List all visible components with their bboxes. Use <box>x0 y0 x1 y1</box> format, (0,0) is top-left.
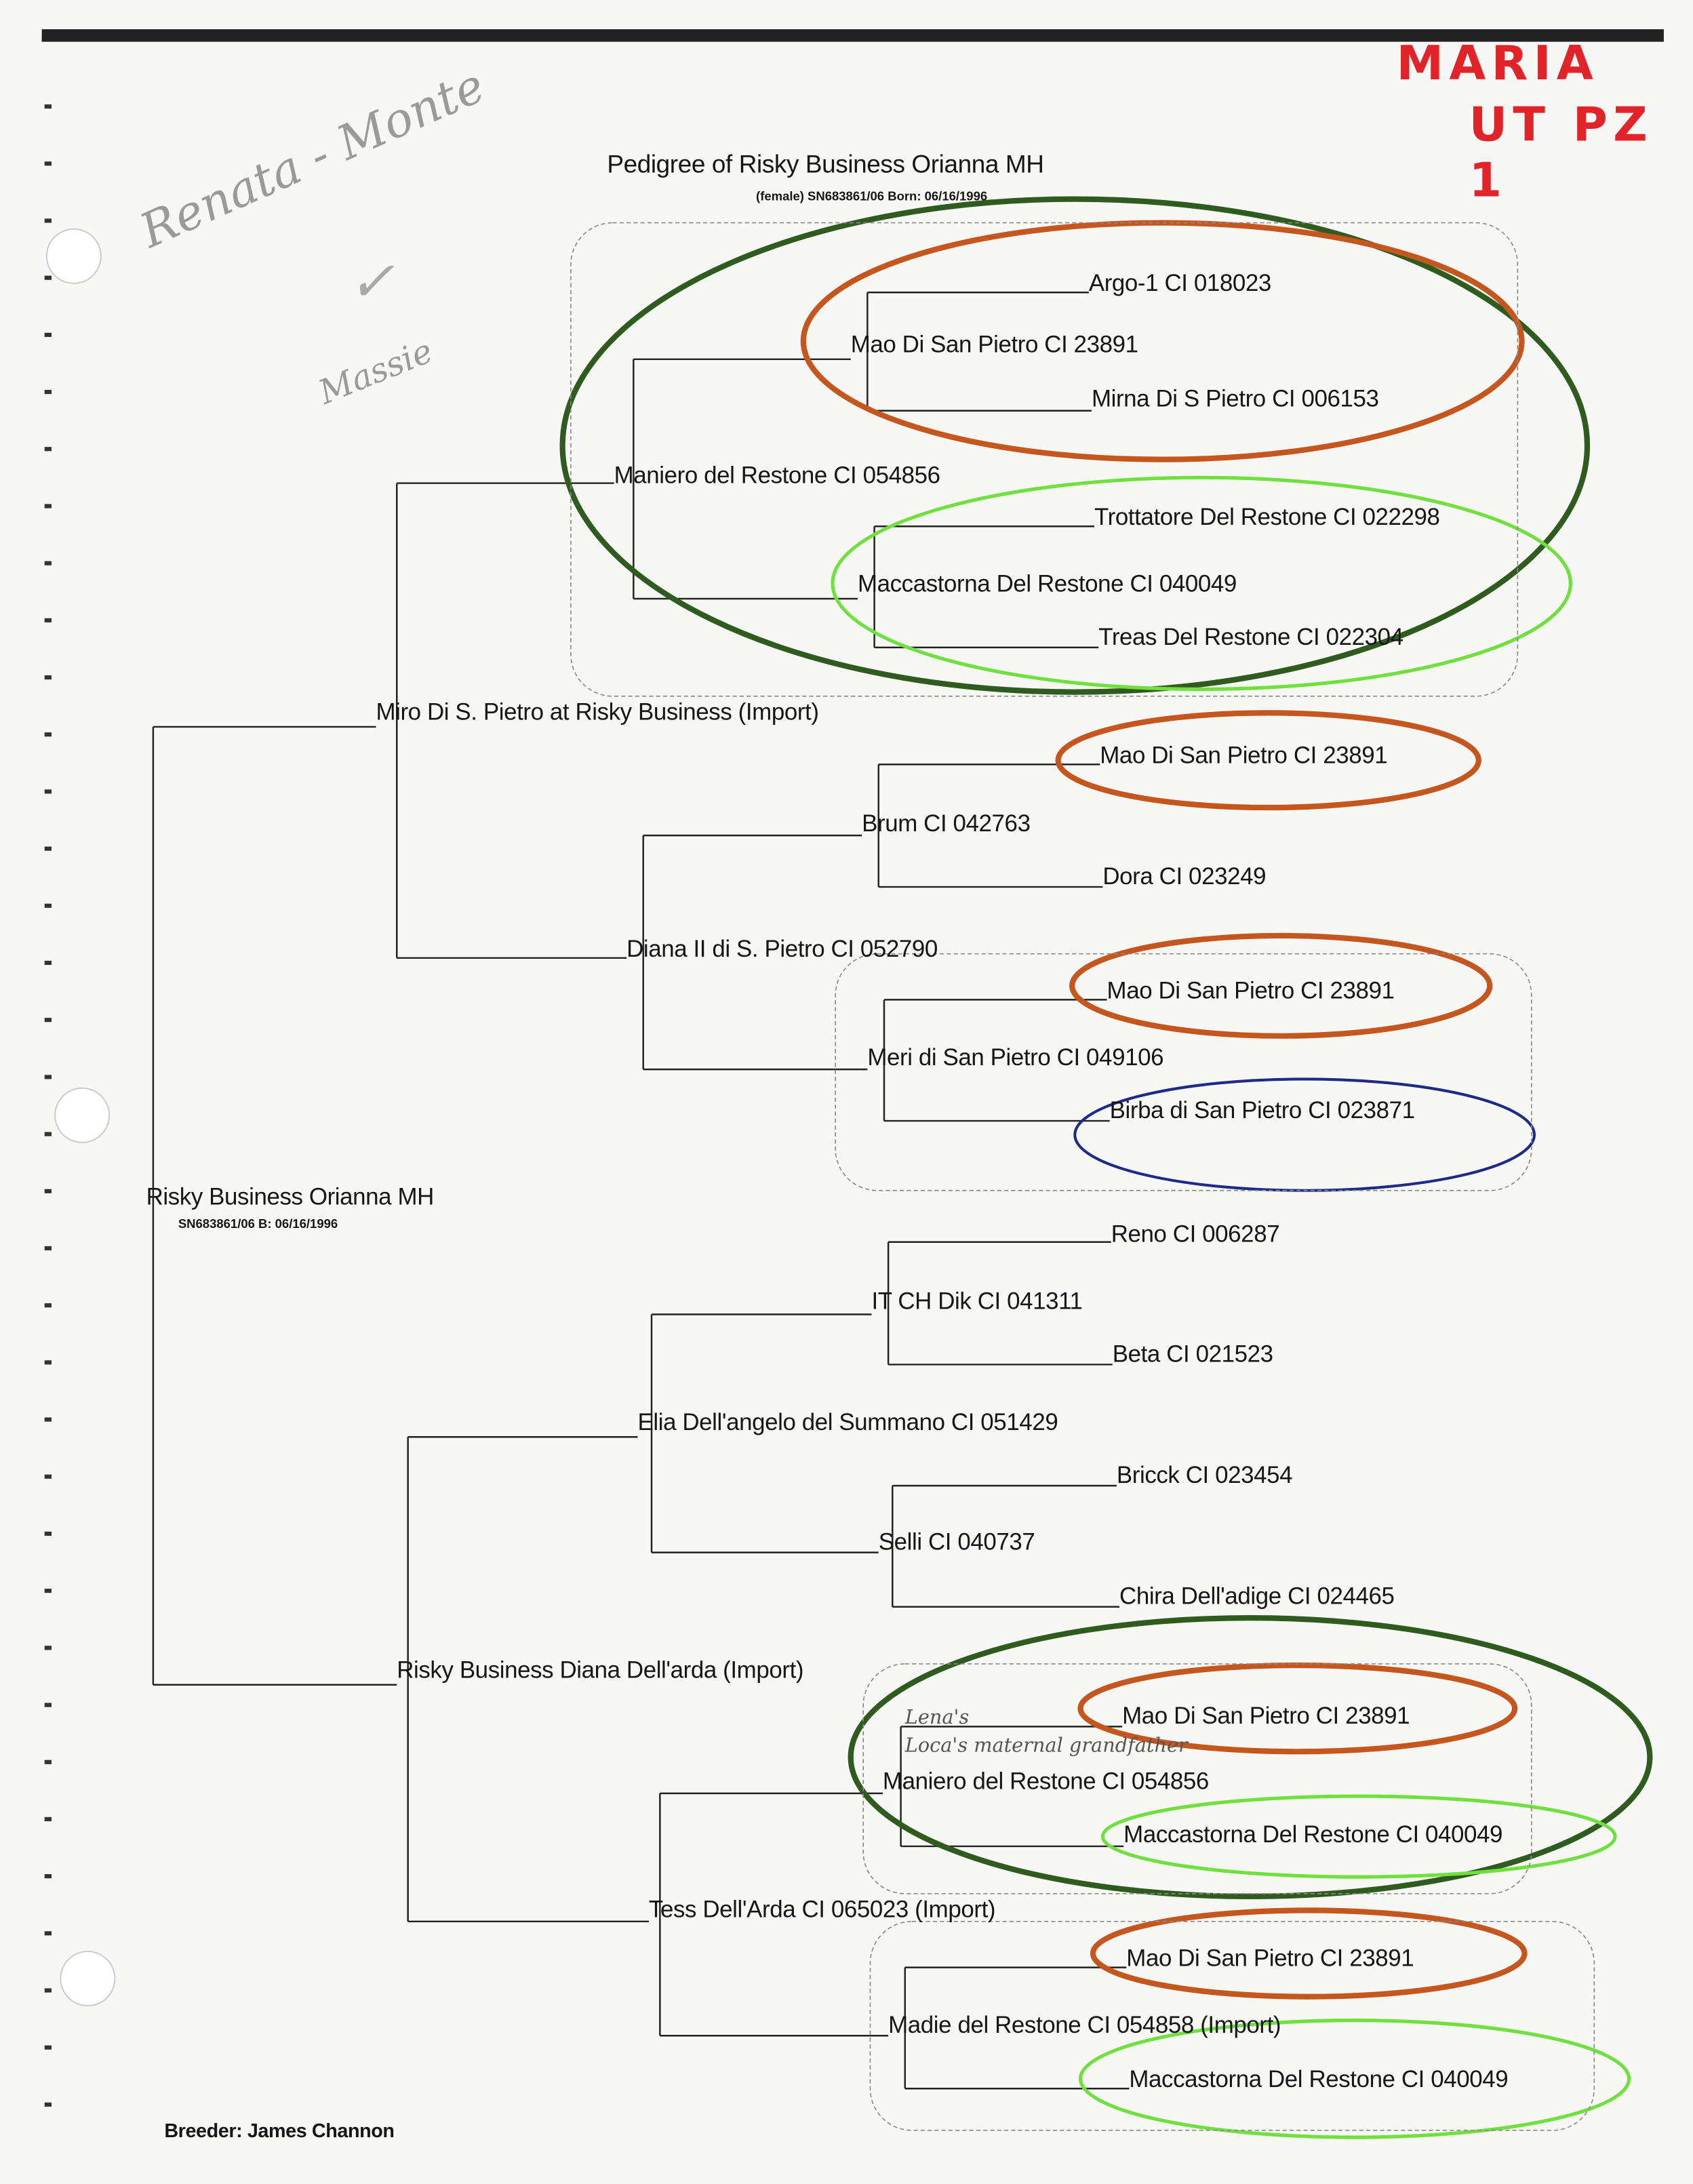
great-grandparent: Maniero del Restone CI 054856 <box>882 1768 1209 1795</box>
left-edge-tick <box>44 504 52 509</box>
ancestor-gen5: Maccastorna Del Restone CI 040049 <box>1129 2066 1509 2093</box>
pencil-note: Loca's maternal grandfather <box>904 1734 1188 1758</box>
pencil-checkmark-icon: ✓ <box>348 250 395 315</box>
left-edge-tick <box>44 1531 52 1536</box>
left-edge-tick <box>44 1988 52 1993</box>
left-edge-tick <box>44 218 52 223</box>
great-grandparent: Selli CI 040737 <box>878 1528 1035 1555</box>
subject-name: Risky Business Orianna MH <box>146 1183 435 1210</box>
ancestor-gen5: Treas Del Restone CI 022304 <box>1098 623 1403 650</box>
ancestor-gen5: Dora CI 023249 <box>1102 863 1267 890</box>
red-handwritten-note: MARIA <box>1396 36 1599 92</box>
pencil-outline <box>570 222 1519 697</box>
left-edge-tick <box>44 389 52 395</box>
punch-hole <box>54 1087 111 1143</box>
dam: Risky Business Diana Dell'arda (Import) <box>397 1656 804 1684</box>
left-edge-tick <box>44 1132 52 1136</box>
ancestor-gen5: Mao Di San Pietro CI 23891 <box>1107 977 1395 1004</box>
punch-hole <box>45 228 102 284</box>
left-edge-tick <box>44 1589 52 1593</box>
ancestor-gen5: Mirna Di S Pietro CI 006153 <box>1091 385 1379 412</box>
ancestor-gen5: Argo-1 CI 018023 <box>1088 270 1271 297</box>
page-subtitle: (female) SN683861/06 Born: 06/16/1996 <box>756 189 988 203</box>
left-edge-tick <box>44 618 52 622</box>
left-edge-tick <box>44 675 52 680</box>
left-edge-tick <box>44 1646 52 1650</box>
ancestor-gen5: Birba di San Pietro CI 023871 <box>1109 1097 1415 1124</box>
orange-marker-circle <box>1090 1907 1528 2000</box>
left-edge-tick <box>44 447 52 452</box>
left-edge-tick <box>44 960 52 966</box>
left-edge-tick <box>44 104 52 109</box>
left-edge-tick <box>44 846 52 851</box>
ancestor-gen5: Beta CI 021523 <box>1112 1341 1273 1368</box>
ancestor-gen5: Bricck CI 023454 <box>1116 1462 1293 1489</box>
left-edge-tick <box>44 1360 52 1365</box>
ancestor-gen5: Mao Di San Pietro CI 23891 <box>1100 742 1388 769</box>
left-edge-tick <box>44 1417 52 1422</box>
left-edge-tick <box>44 161 52 166</box>
left-edge-tick <box>44 1018 52 1022</box>
left-edge-tick <box>44 1246 52 1251</box>
left-edge-tick <box>44 1075 52 1079</box>
great-grandparent: Mao Di San Pietro CI 23891 <box>850 331 1138 358</box>
grandparent: Diana II di S. Pietro CI 052790 <box>626 935 938 962</box>
ancestor-gen5: Mao Di San Pietro CI 23891 <box>1122 1703 1410 1730</box>
lime-marker-circle <box>1100 1794 1617 1879</box>
left-edge-tick <box>44 561 52 565</box>
left-edge-tick <box>44 1474 52 1479</box>
pencil-note: Lena's <box>904 1707 970 1730</box>
lime-marker-circle <box>831 475 1572 692</box>
left-edge-tick <box>44 1760 52 1764</box>
sire: Miro Di S. Pietro at Risky Business (Imp… <box>376 698 819 726</box>
left-edge-tick <box>44 732 52 737</box>
lime-marker-circle <box>1078 2019 1631 2139</box>
left-edge-tick <box>44 789 52 794</box>
orange-marker-circle <box>1077 1662 1518 1755</box>
red-handwritten-note: UT PZ 1 <box>1469 97 1653 210</box>
left-edge-tick <box>44 1703 52 1707</box>
page-title: Pedigree of Risky Business Orianna MH <box>607 150 1044 178</box>
breeder-label: Breeder: James Channon <box>164 2119 395 2142</box>
great-grandparent: Maccastorna Del Restone CI 040049 <box>857 570 1237 597</box>
left-edge-tick <box>44 2102 52 2107</box>
left-edge-tick <box>44 903 52 908</box>
left-edge-tick <box>44 1303 52 1308</box>
great-grandparent: Brum CI 042763 <box>862 810 1031 837</box>
left-edge-tick <box>44 1816 52 1821</box>
grandparent: Elia Dell'angelo del Summano CI 051429 <box>637 1409 1058 1436</box>
left-edge-tick <box>44 1931 52 1936</box>
ancestor-gen5: Reno CI 006287 <box>1111 1220 1280 1248</box>
great-grandparent: Meri di San Pietro CI 049106 <box>867 1044 1164 1071</box>
subject-detail: SN683861/06 B: 06/16/1996 <box>178 1216 338 1231</box>
dark-green-marker-circle <box>848 1615 1653 1899</box>
great-grandparent: Madie del Restone CI 054858 (Import) <box>888 2012 1281 2039</box>
punch-hole <box>60 1950 116 2007</box>
left-edge-tick <box>44 1189 52 1193</box>
ancestor-gen5: Trottatore Del Restone CI 022298 <box>1094 504 1440 531</box>
ancestor-gen5: Maccastorna Del Restone CI 040049 <box>1123 1821 1503 1848</box>
orange-marker-circle <box>1069 932 1493 1039</box>
orange-marker-circle <box>1055 710 1481 811</box>
dark-green-marker-circle <box>559 196 1591 695</box>
pencil-outline <box>835 953 1532 1191</box>
grandparent: Tess Dell'Arda CI 065023 (Import) <box>648 1896 996 1923</box>
left-edge-tick <box>44 332 52 337</box>
left-edge-tick <box>44 2045 52 2050</box>
grandparent: Maniero del Restone CI 054856 <box>614 462 940 489</box>
ancestor-gen5: Mao Di San Pietro CI 23891 <box>1126 1945 1414 1972</box>
top-scan-bar <box>41 29 1664 42</box>
great-grandparent: IT CH Dik CI 041311 <box>871 1288 1083 1315</box>
ancestor-gen5: Chira Dell'adige CI 024465 <box>1119 1583 1395 1610</box>
left-edge-tick <box>44 1874 52 1879</box>
blue-marker-circle <box>1073 1077 1536 1192</box>
left-edge-tick <box>44 275 52 280</box>
